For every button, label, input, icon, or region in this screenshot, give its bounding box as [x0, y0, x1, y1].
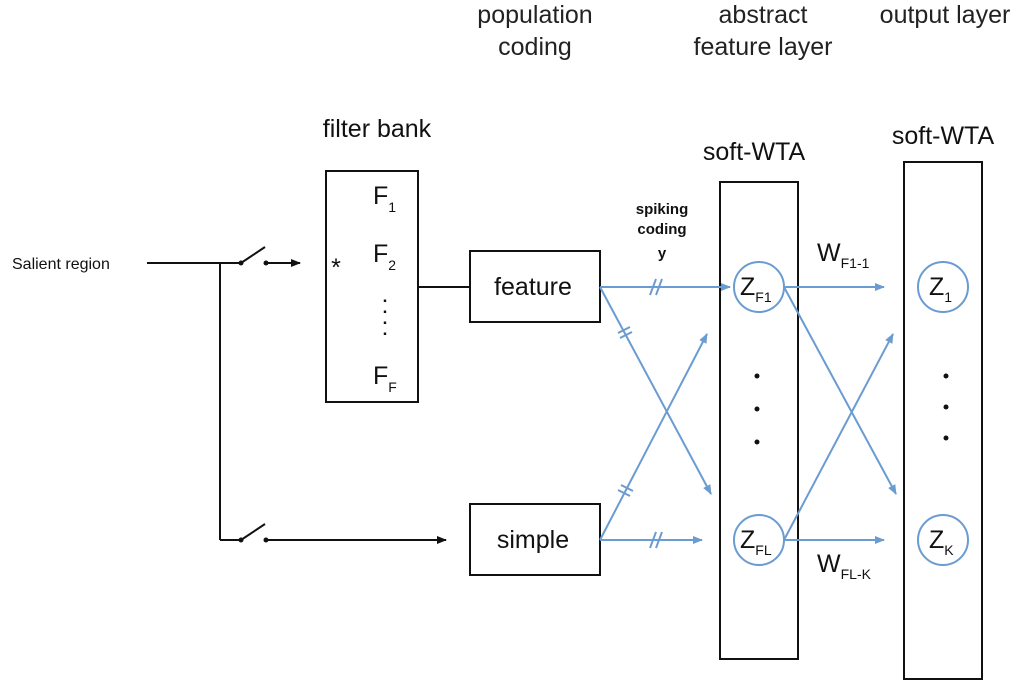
node-z1-label: Z1: [929, 273, 952, 305]
spike-mark: [617, 326, 631, 334]
ellipsis-dot: [943, 435, 949, 441]
header-population-line1: population: [477, 1, 592, 29]
filter-2: F2: [373, 240, 396, 273]
conn-simple-zf1: [599, 333, 708, 541]
node-zk-label: ZK: [929, 526, 954, 558]
filter-bank-box: [325, 170, 419, 403]
abstract-feature-layer-box: [719, 181, 799, 660]
node-zk: [917, 514, 969, 566]
simple-label: simple: [497, 526, 569, 554]
spiking-coding-line1: spiking: [636, 201, 689, 218]
ellipsis-dot: [943, 373, 949, 379]
header-abstract-line1: abstract: [719, 1, 808, 29]
node-zfl-label: ZFL: [740, 526, 772, 558]
feature-box: [469, 250, 601, 323]
spike-mark: [617, 489, 631, 497]
conn-zf1-zk: [783, 286, 897, 495]
weight-top-label: WF1-1: [817, 239, 870, 271]
spike-mark: [649, 531, 657, 549]
output-layer-box: [903, 161, 983, 680]
spiking-coding-line3: y: [658, 245, 667, 262]
filter-ellipsis-1: :: [382, 291, 389, 319]
filter-f: FF: [373, 362, 397, 395]
ellipsis-dot: [754, 439, 760, 445]
spike-mark: [619, 331, 633, 339]
header-output-layer: output layer: [880, 1, 1011, 29]
filter-bank-label: filter bank: [323, 115, 432, 143]
switch-bottom-blade: [240, 523, 266, 541]
spike-mark: [620, 484, 634, 492]
ellipsis-dot: [754, 373, 760, 379]
header-population-line2: coding: [498, 33, 572, 61]
filter-ellipsis-2: :: [382, 313, 389, 341]
soft-wta-label-2: soft-WTA: [892, 122, 995, 150]
feature-label: feature: [494, 273, 572, 301]
node-z1: [917, 261, 969, 313]
weight-bottom-label: WFL-K: [817, 550, 872, 582]
header-abstract-line2: feature layer: [694, 33, 833, 61]
salient-region-label: Salient region: [12, 256, 110, 273]
node-zf1: [733, 261, 785, 313]
soft-wta-label-1: soft-WTA: [703, 138, 806, 166]
convolution-symbol: *: [331, 254, 341, 282]
switch-top-blade: [240, 246, 266, 264]
conn-zfl-z1: [783, 333, 894, 541]
node-zfl: [733, 514, 785, 566]
spike-mark: [655, 278, 663, 296]
simple-box: [469, 503, 601, 576]
spike-mark: [649, 278, 657, 296]
spike-mark: [655, 531, 663, 549]
ellipsis-dot: [754, 406, 760, 412]
filter-1: F1: [373, 182, 396, 215]
conn-feature-zfl: [599, 286, 712, 495]
ellipsis-dot: [943, 404, 949, 410]
node-zf1-label: ZF1: [740, 273, 772, 305]
spiking-coding-line2: coding: [637, 221, 686, 238]
